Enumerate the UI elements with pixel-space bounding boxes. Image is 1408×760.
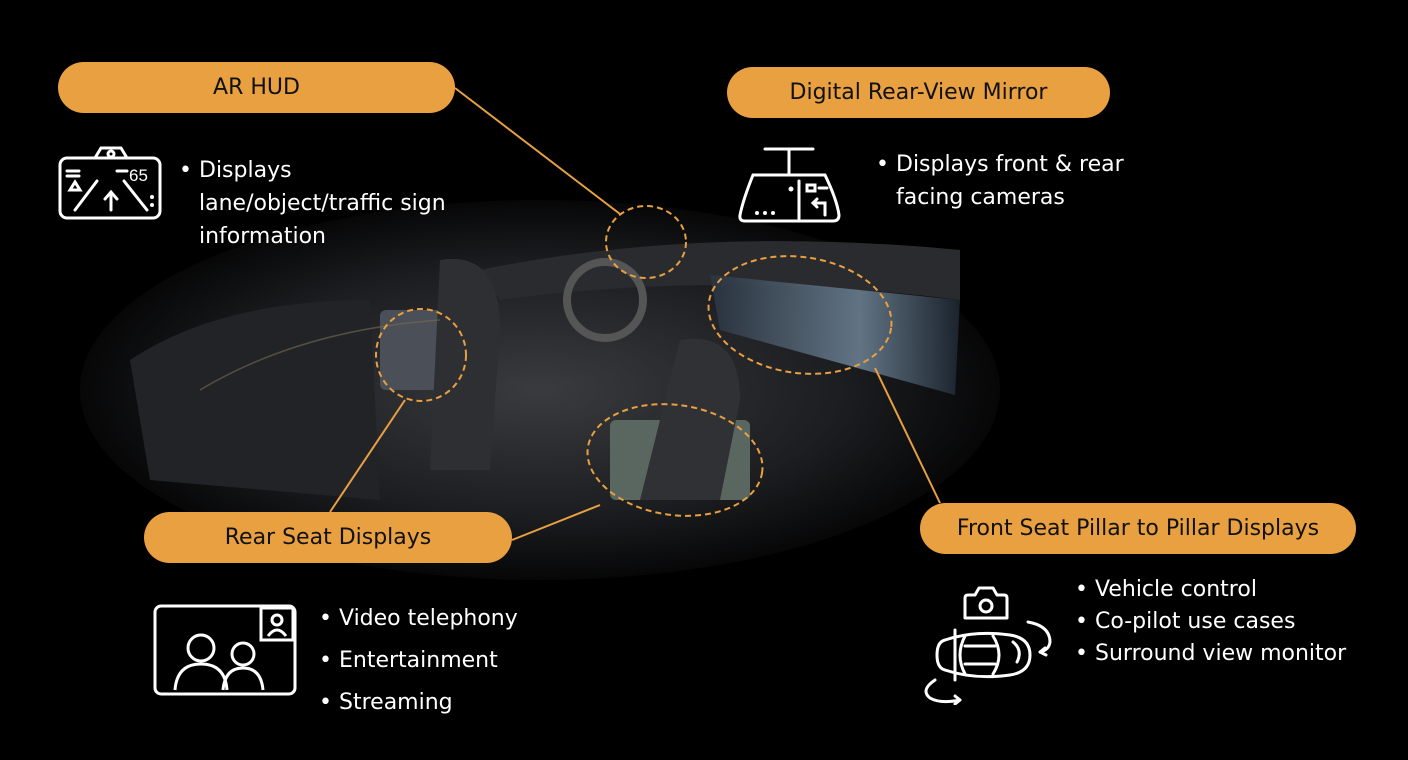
pillar-display-highlight: [707, 255, 893, 375]
rear-view-mirror-icon: [738, 147, 841, 223]
speed-readout: 65: [129, 166, 148, 185]
surround-view-car-icon: [924, 586, 1052, 705]
rear-display-highlight-center: [586, 403, 764, 517]
mirror-bullets: Displays front & rear facing cameras: [876, 148, 1196, 214]
bullet: Displays front & rear facing cameras: [876, 148, 1196, 214]
bullet: Co-pilot use cases: [1075, 606, 1395, 638]
mirror-label: Digital Rear-View Mirror: [727, 67, 1110, 118]
rear-display-highlight-left: [375, 308, 467, 402]
bullet: Displays lane/object/traffic sign inform…: [179, 154, 479, 253]
ar-hud-icon: 65: [58, 146, 162, 220]
video-call-icon: [153, 604, 297, 696]
pillar-bullets: Vehicle control Co-pilot use cases Surro…: [1075, 574, 1395, 670]
ar-hud-bullets: Displays lane/object/traffic sign inform…: [179, 154, 479, 253]
bullet: Entertainment: [319, 640, 579, 682]
bullet: Video telephony: [319, 598, 579, 640]
bullet: Surround view monitor: [1075, 638, 1395, 670]
bullet: Streaming: [319, 682, 579, 724]
pillar-label: Front Seat Pillar to Pillar Displays: [920, 503, 1356, 554]
rear-seat-bullets: Video telephony Entertainment Streaming: [319, 598, 579, 724]
hud-highlight: [605, 205, 687, 279]
rear-seat-label: Rear Seat Displays: [144, 512, 512, 563]
ar-hud-label: AR HUD: [58, 62, 455, 113]
bullet: Vehicle control: [1075, 574, 1395, 606]
